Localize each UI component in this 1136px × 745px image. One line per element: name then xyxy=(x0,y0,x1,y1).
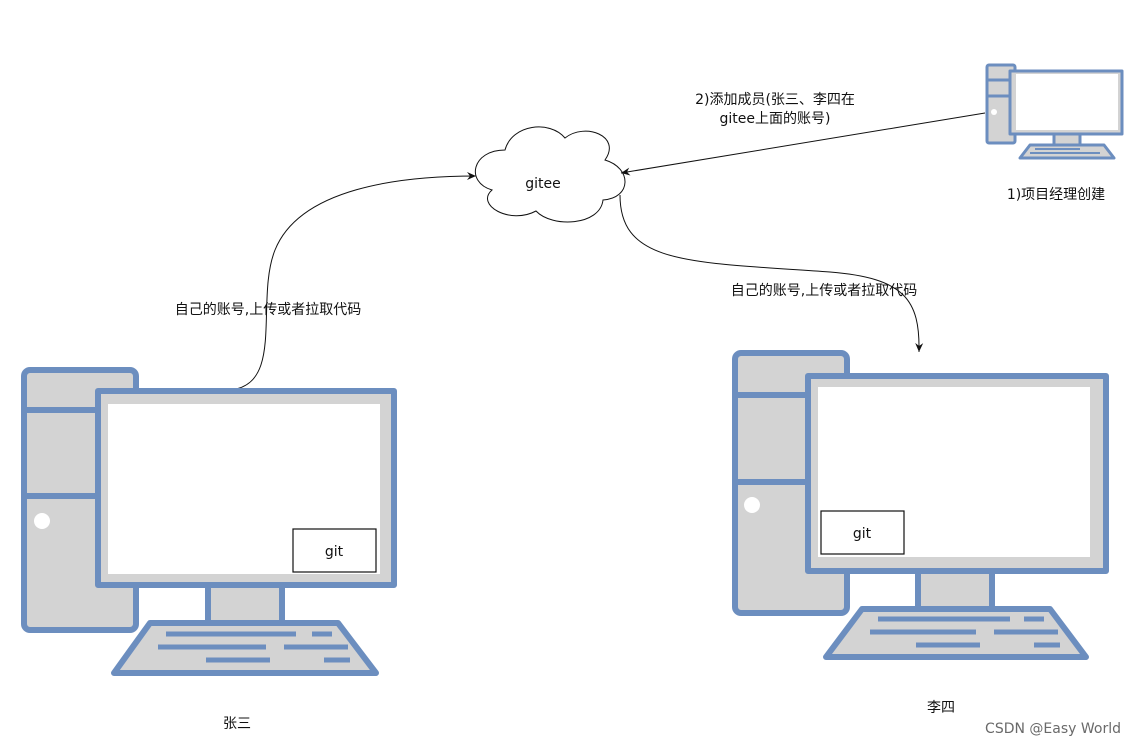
right-git-label: git xyxy=(853,526,872,542)
watermark: CSDN @Easy World xyxy=(985,721,1121,737)
manager-caption: 1)项目经理创建 xyxy=(1007,187,1105,203)
gitee-cloud: gitee xyxy=(474,126,626,223)
manager-keyboard xyxy=(1018,143,1116,160)
add-members-label-line2: gitee上面的账号) xyxy=(720,111,831,127)
cloud-label: gitee xyxy=(525,176,561,192)
left-flow-arrow xyxy=(229,172,477,391)
left-flow-label: 自己的账号,上传或者拉取代码 xyxy=(175,302,361,318)
left-computer xyxy=(21,367,397,676)
left-git-label: git xyxy=(325,544,344,560)
manager-computer xyxy=(985,63,1124,160)
cloud-icon xyxy=(474,126,626,223)
right-computer-caption: 李四 xyxy=(927,700,955,716)
right-flow-label: 自己的账号,上传或者拉取代码 xyxy=(731,283,917,299)
left-git-box xyxy=(292,528,377,573)
right-computer xyxy=(732,350,1109,660)
add-members-label-line1: 2)添加成员(张三、李四在 xyxy=(695,92,855,108)
add-members-arrow xyxy=(620,112,986,176)
manager-screen xyxy=(1016,74,1118,130)
right-git-box xyxy=(820,510,905,555)
right-flow-arrow xyxy=(619,194,924,353)
left-computer-caption: 张三 xyxy=(223,716,251,732)
